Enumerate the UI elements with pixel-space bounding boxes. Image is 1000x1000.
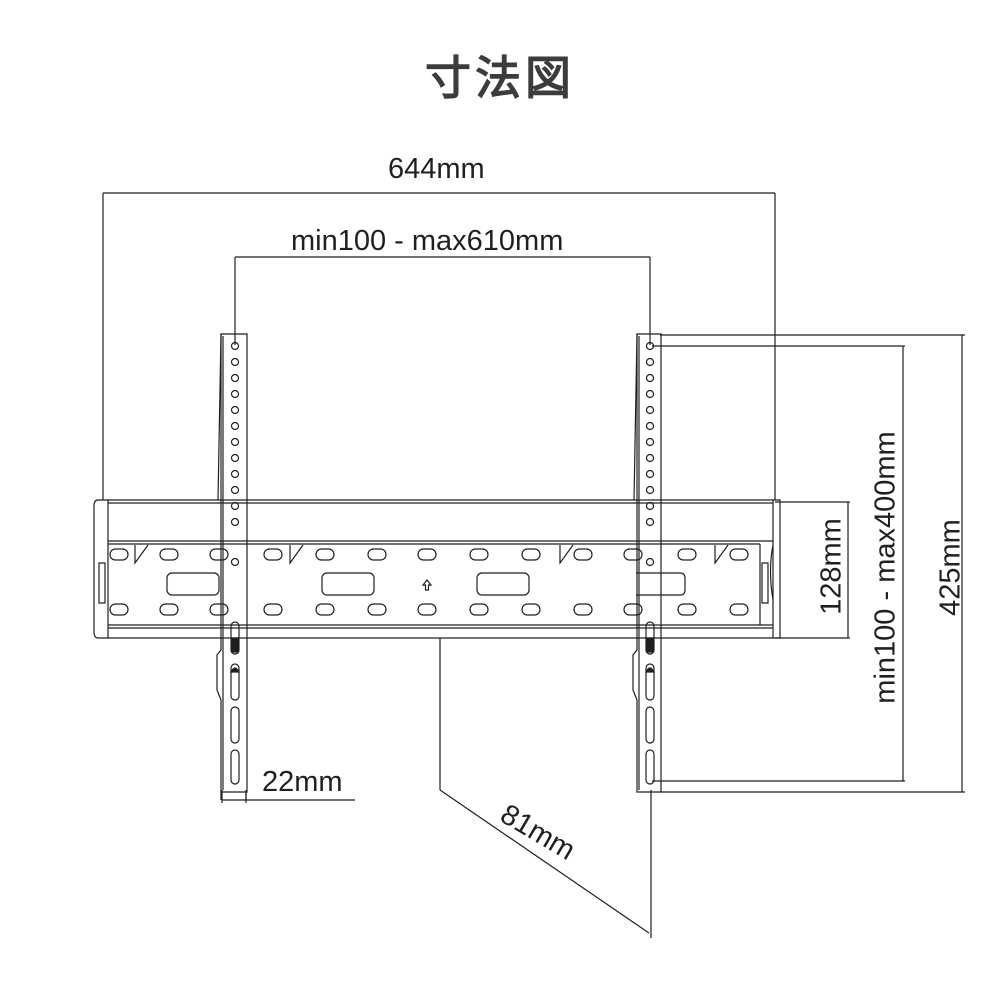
label-vesa-vertical: min100 - max400mm [869,431,902,704]
label-vesa-horizontal: min100 - max610mm [291,225,564,257]
label-plate-height: 128mm [815,518,848,615]
vertical-arm-left [217,334,247,800]
dimension-vesa-vertical [652,346,905,781]
slot-row-bottom [110,604,748,615]
label-arm-thickness: 22mm [262,766,343,798]
dimension-81mm [440,638,651,938]
label-overall-height: 425mm [934,519,967,616]
arm-holes-left [232,343,239,566]
dimension-vesa-horizontal [235,257,650,345]
slot-row-top [110,549,748,560]
vertical-arm-right [633,334,661,792]
wall-plate [94,500,780,638]
dimension-425mm [660,335,965,792]
label-overall-width: 644mm [388,153,485,185]
up-arrow-icon [423,580,431,590]
arm-holes-right [647,343,654,566]
page-title: 寸法図 [425,51,575,105]
dimension-128mm [775,502,850,638]
